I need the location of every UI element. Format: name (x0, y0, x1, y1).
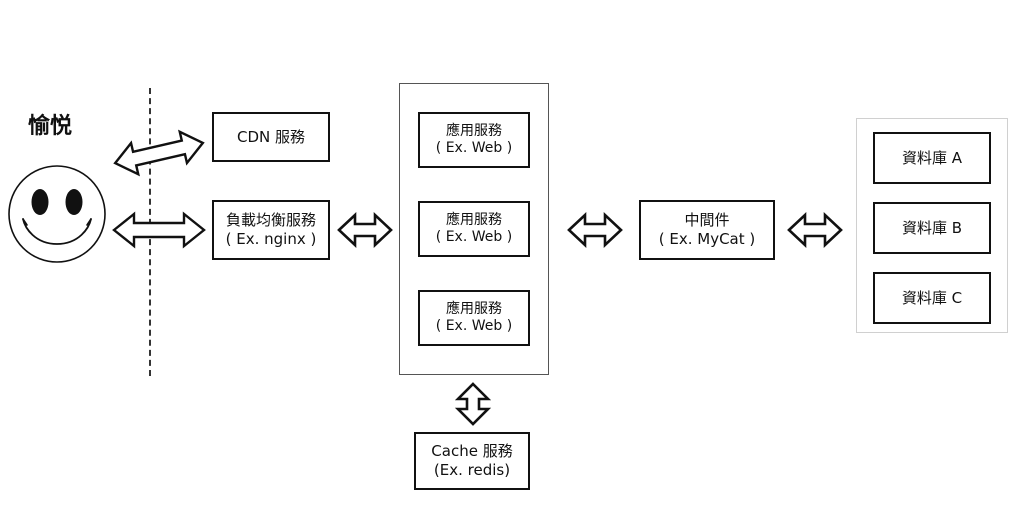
node-app-service-2[interactable]: 應用服務 ( Ex. Web ) (418, 201, 530, 257)
arrow-middleware-database (786, 206, 844, 258)
node-app-service-3-line1: 應用服務 (446, 300, 502, 317)
node-database-b[interactable]: 資料庫 B (873, 202, 991, 254)
node-app-service-2-line2: ( Ex. Web ) (435, 229, 513, 245)
node-middleware[interactable]: 中間件 ( Ex. MyCat ) (639, 200, 775, 260)
node-cache-service-line1: Cache 服務 (431, 442, 513, 461)
node-cdn-service-line1: CDN 服務 (236, 127, 305, 146)
node-app-service-1-line1: 應用服務 (446, 122, 502, 139)
node-cache-service[interactable]: Cache 服務 (Ex. redis) (414, 432, 530, 490)
smiley-face-icon (5, 162, 110, 271)
node-database-c[interactable]: 資料庫 C (873, 272, 991, 324)
client-label: 愉悦 (28, 114, 73, 139)
node-load-balancer-line2: ( Ex. nginx ) (225, 230, 317, 248)
node-app-service-3-line2: ( Ex. Web ) (435, 318, 513, 334)
arrow-client-loadbalancer (110, 203, 208, 261)
arrow-client-cdn (110, 126, 208, 184)
node-load-balancer-line1: 負載均衡服務 (225, 211, 316, 230)
node-app-service-3[interactable]: 應用服務 ( Ex. Web ) (418, 290, 530, 346)
node-database-b-line1: 資料庫 B (901, 218, 963, 237)
node-cache-service-line2: (Ex. redis) (433, 461, 511, 479)
arrow-app-middleware (566, 206, 624, 258)
node-database-a[interactable]: 資料庫 A (873, 132, 991, 184)
arrow-loadbalancer-app (336, 206, 394, 258)
node-database-a-line1: 資料庫 A (901, 148, 963, 167)
arrow-app-cache (449, 382, 497, 430)
node-middleware-line2: ( Ex. MyCat ) (658, 230, 756, 248)
node-app-service-1[interactable]: 應用服務 ( Ex. Web ) (418, 112, 530, 168)
node-load-balancer[interactable]: 負載均衡服務 ( Ex. nginx ) (212, 200, 330, 260)
node-app-service-2-line1: 應用服務 (446, 211, 502, 228)
node-database-c-line1: 資料庫 C (901, 288, 963, 307)
node-cdn-service[interactable]: CDN 服務 (212, 112, 330, 162)
node-app-service-1-line2: ( Ex. Web ) (435, 140, 513, 156)
node-middleware-line1: 中間件 (684, 211, 730, 230)
